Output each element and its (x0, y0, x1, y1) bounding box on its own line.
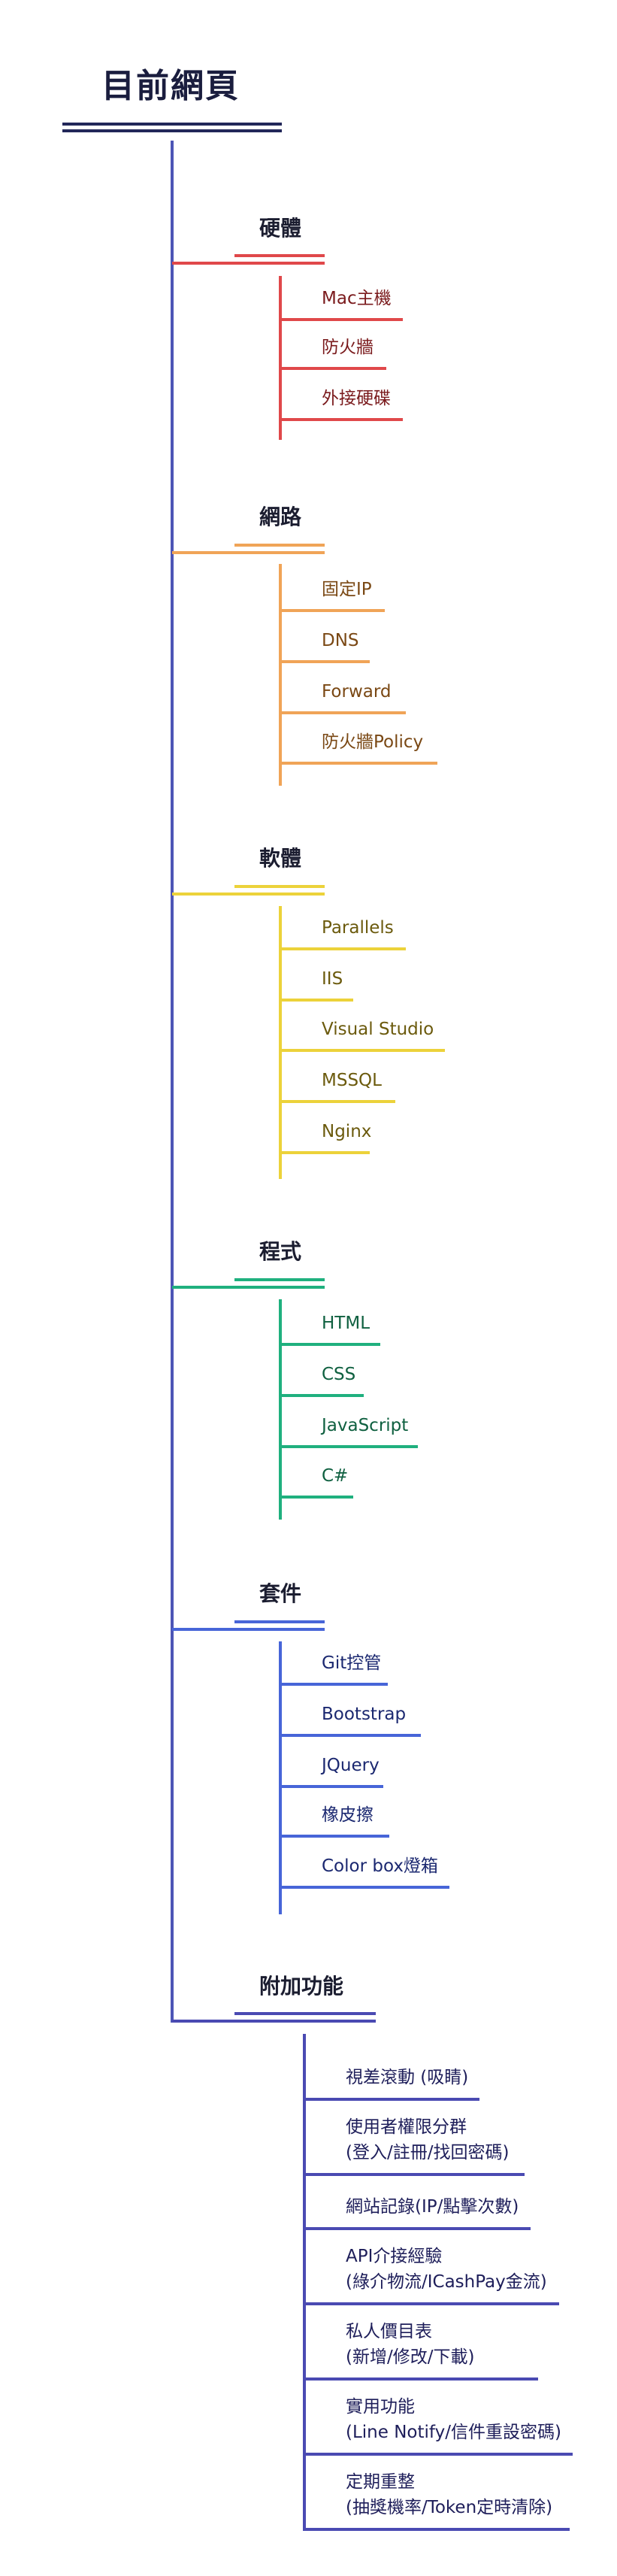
item-underline (280, 367, 386, 370)
section-title: 硬體 (259, 216, 302, 241)
item-label: Git控管 (322, 1653, 382, 1673)
item-label-line: 網站記錄(IP/點擊次數) (346, 2197, 519, 2217)
item-label: 防火牆Policy (322, 732, 424, 752)
item-underline (280, 999, 353, 1002)
item-underline (304, 2528, 570, 2531)
item-label: Visual Studio (322, 1020, 434, 1039)
item-label-line: (登入/註冊/找回密碼) (346, 2143, 510, 2162)
section-sub-spine (279, 906, 282, 1179)
item-underline (280, 418, 403, 421)
item-label: C# (322, 1466, 349, 1486)
item-label-line: 使用者權限分群 (346, 2117, 467, 2137)
section-branch-line (172, 551, 325, 554)
item-underline (304, 2173, 525, 2176)
item-label: 固定IP (322, 580, 372, 599)
item-label-line: (綠介物流/ICashPay金流) (346, 2272, 547, 2292)
item-underline (280, 711, 406, 714)
item-label: JavaScript (322, 1416, 409, 1435)
item-label: 定期重整 (抽獎機率/Token定時清除) (346, 2469, 552, 2520)
item-underline (304, 2302, 559, 2305)
item-label: DNS (322, 631, 359, 650)
item-label: 視差滾動 (吸睛) (346, 2065, 468, 2090)
item-label: Parallels (322, 918, 394, 938)
item-label: 橡皮擦 (322, 1805, 374, 1825)
item-underline (280, 1100, 395, 1103)
section-underline (234, 1620, 325, 1623)
section-title: 軟體 (259, 846, 302, 871)
section-branch-line (172, 2020, 376, 2023)
section-branch-line (172, 262, 325, 265)
item-label-line: 視差滾動 (吸睛) (346, 2068, 469, 2087)
main-spine (171, 141, 174, 2023)
page-title: 目前網頁 (101, 67, 240, 105)
item-underline (280, 1785, 383, 1788)
item-label: IIS (322, 969, 343, 989)
item-label: CSS (322, 1365, 356, 1384)
item-label: 外接硬碟 (322, 389, 391, 408)
section-sub-spine (279, 1299, 282, 1520)
item-underline (280, 1886, 449, 1889)
item-underline (280, 1394, 364, 1397)
item-label-line: 定期重整 (346, 2472, 415, 2492)
item-label: API介接經驗 (綠介物流/ICashPay金流) (346, 2244, 547, 2295)
item-label: Bootstrap (322, 1705, 407, 1724)
section-underline (234, 2012, 376, 2015)
section-title: 網路 (259, 505, 302, 529)
section-branch-line (172, 1286, 325, 1289)
item-label: HTML (322, 1314, 371, 1333)
item-underline (304, 2453, 573, 2456)
item-underline (304, 2227, 531, 2230)
item-underline (280, 609, 385, 612)
item-label-line: (抽獎機率/Token定時清除) (346, 2498, 553, 2517)
item-label: JQuery (322, 1756, 380, 1775)
item-label: 網站記錄(IP/點擊次數) (346, 2194, 519, 2220)
section-sub-spine (279, 276, 282, 440)
item-label: 使用者權限分群 (登入/註冊/找回密碼) (346, 2114, 509, 2165)
title-underline-top (62, 123, 282, 126)
section-sub-spine (279, 564, 282, 786)
item-underline (280, 1151, 370, 1154)
item-label-line: 私人價目表 (346, 2322, 432, 2341)
section-underline (234, 1278, 325, 1281)
section-underline (234, 885, 325, 888)
item-label: Nginx (322, 1122, 372, 1141)
item-label: Mac主機 (322, 289, 392, 308)
section-underline (234, 544, 325, 547)
item-underline (280, 1343, 380, 1346)
item-underline (304, 2098, 479, 2101)
section-title: 附加功能 (259, 1974, 344, 1999)
item-underline (280, 1734, 421, 1737)
title-underline-bottom (62, 129, 282, 132)
item-underline (280, 1049, 445, 1052)
section-title: 套件 (259, 1581, 302, 1606)
item-underline (280, 1496, 353, 1499)
item-label-line: (Line Notify/信件重設密碼) (346, 2423, 561, 2442)
item-underline (280, 762, 437, 765)
item-label: 實用功能 (Line Notify/信件重設密碼) (346, 2394, 561, 2445)
section-branch-line (172, 1628, 325, 1631)
item-underline (280, 1445, 418, 1448)
item-underline (280, 318, 403, 321)
item-label: Forward (322, 682, 392, 702)
item-underline (280, 947, 406, 950)
item-label: 防火牆 (322, 338, 374, 357)
item-underline (280, 1835, 389, 1838)
item-label: 私人價目表 (新增/修改/下載) (346, 2319, 474, 2370)
section-underline (234, 254, 325, 257)
section-branch-line (172, 893, 325, 896)
item-label-line: API介接經驗 (346, 2247, 443, 2266)
item-underline (280, 1683, 388, 1686)
item-underline (280, 660, 370, 663)
item-label: Color box燈箱 (322, 1856, 438, 1876)
section-sub-spine (279, 1641, 282, 1914)
section-title: 程式 (259, 1239, 302, 1264)
section-sub-spine (303, 2034, 306, 2531)
item-label-line: (新增/修改/下載) (346, 2347, 475, 2367)
item-label: MSSQL (322, 1071, 382, 1090)
item-label-line: 實用功能 (346, 2397, 415, 2417)
item-underline (304, 2377, 538, 2381)
